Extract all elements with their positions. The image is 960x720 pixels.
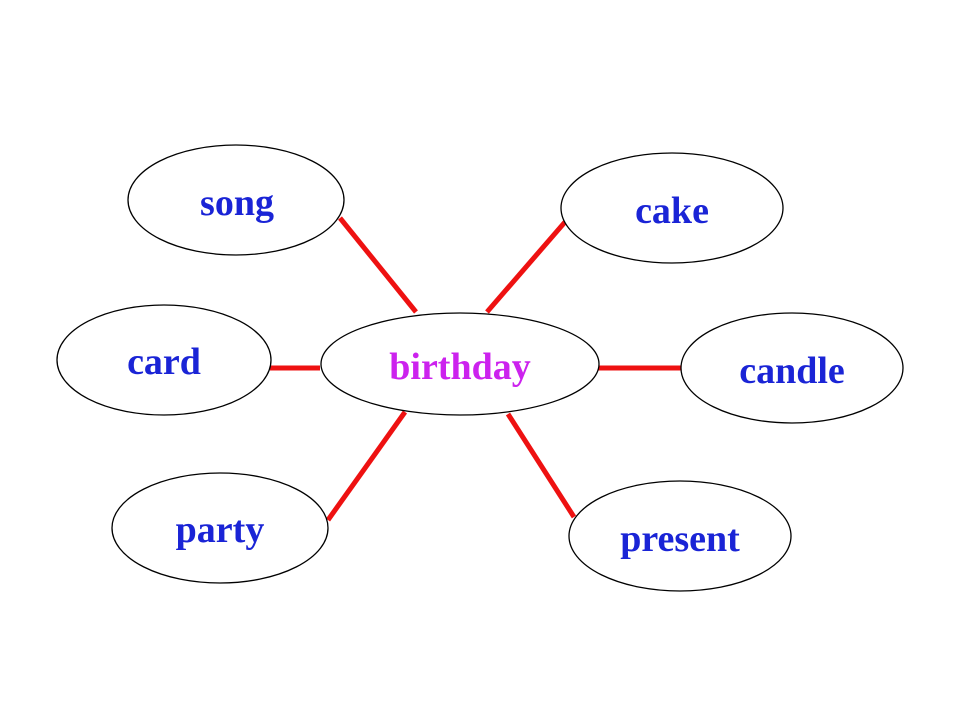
connector-song: [338, 216, 418, 314]
node-candle: candle: [680, 312, 904, 424]
node-card-label: card: [127, 341, 201, 383]
node-party: party: [111, 472, 329, 584]
connector-cake: [485, 220, 567, 314]
node-present-label: present: [620, 518, 740, 560]
node-present: present: [568, 480, 792, 592]
node-candle-label: candle: [739, 350, 845, 392]
node-party-label: party: [176, 509, 265, 551]
connectors: [270, 216, 683, 522]
connector-party: [325, 410, 408, 522]
connector-present: [505, 412, 577, 519]
node-song: song: [127, 144, 345, 256]
node-center: birthday: [320, 312, 600, 416]
node-cake-ellipse: [560, 152, 784, 264]
node-song-label: song: [200, 182, 274, 224]
node-candle-ellipse: [680, 312, 904, 424]
node-cake: cake: [560, 152, 784, 264]
node-song-ellipse: [127, 144, 345, 256]
node-cake-label: cake: [635, 190, 709, 232]
node-card-ellipse: [56, 304, 272, 416]
node-party-ellipse: [111, 472, 329, 584]
node-card: card: [56, 304, 272, 416]
node-present-ellipse: [568, 480, 792, 592]
node-center-ellipse: [320, 312, 600, 416]
node-center-label: birthday: [389, 346, 530, 388]
